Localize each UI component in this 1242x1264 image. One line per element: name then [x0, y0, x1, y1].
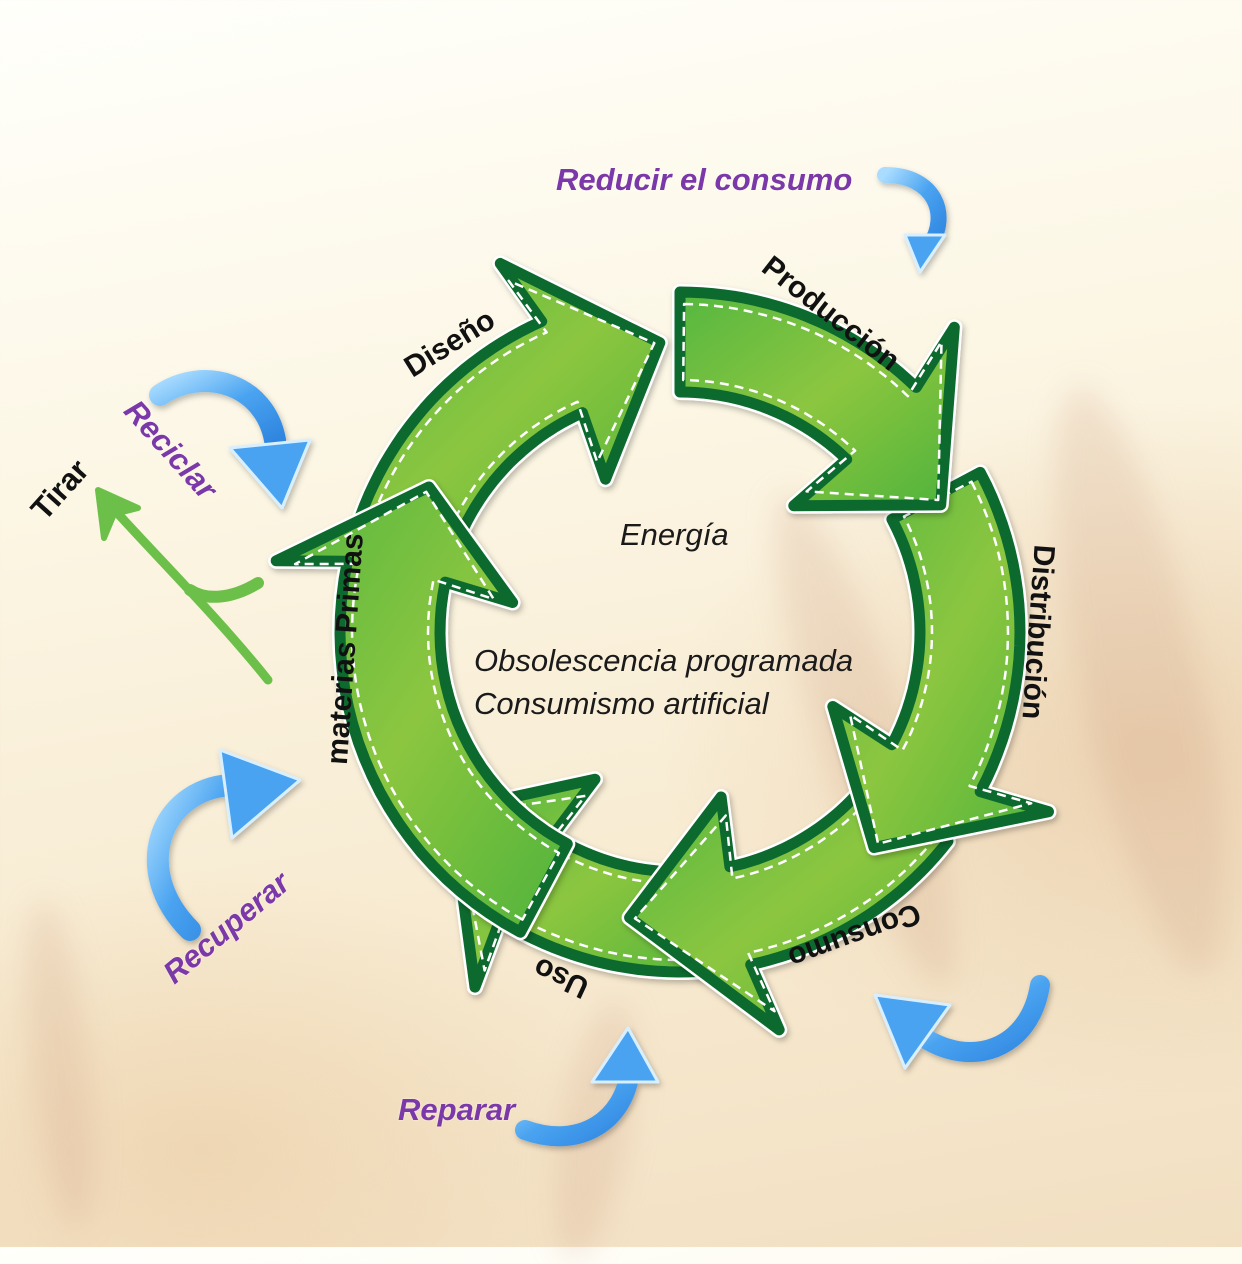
cycle-arrow-materias-primas [268, 479, 576, 941]
arrow-stitching [371, 279, 656, 545]
recuperar-arrow [146, 748, 302, 941]
arrow-stitching [848, 480, 1033, 846]
cycle-arrow-diseno [352, 255, 668, 558]
center-energy-label: Energía [620, 517, 729, 552]
arrow-stitching [681, 302, 943, 502]
arrow-body [827, 466, 1054, 853]
cycle-ring [268, 255, 1057, 1038]
arrow-stitching [293, 490, 561, 921]
arrow-body [270, 481, 573, 938]
reparar-arrow [515, 1026, 660, 1147]
cycle-arrow-distribucion [824, 464, 1057, 856]
arrow-body [355, 258, 666, 556]
center-obsolescence-label: Obsolescencia programada [474, 643, 854, 678]
arrow-stitching [633, 788, 938, 1013]
action-label-reparar: Reparar [398, 1092, 516, 1127]
tirar-arrow [95, 487, 273, 685]
consumo-feedback-arrow [873, 975, 1050, 1070]
cycle-arrow-produccion [672, 284, 963, 514]
reducir-arrow [877, 167, 947, 274]
action-label-reducir: Reducir el consumo [556, 162, 853, 197]
reciclar-arrow [149, 370, 312, 510]
arrow-body [674, 286, 960, 512]
center-consumerism-label: Consumismo artificial [474, 686, 769, 721]
